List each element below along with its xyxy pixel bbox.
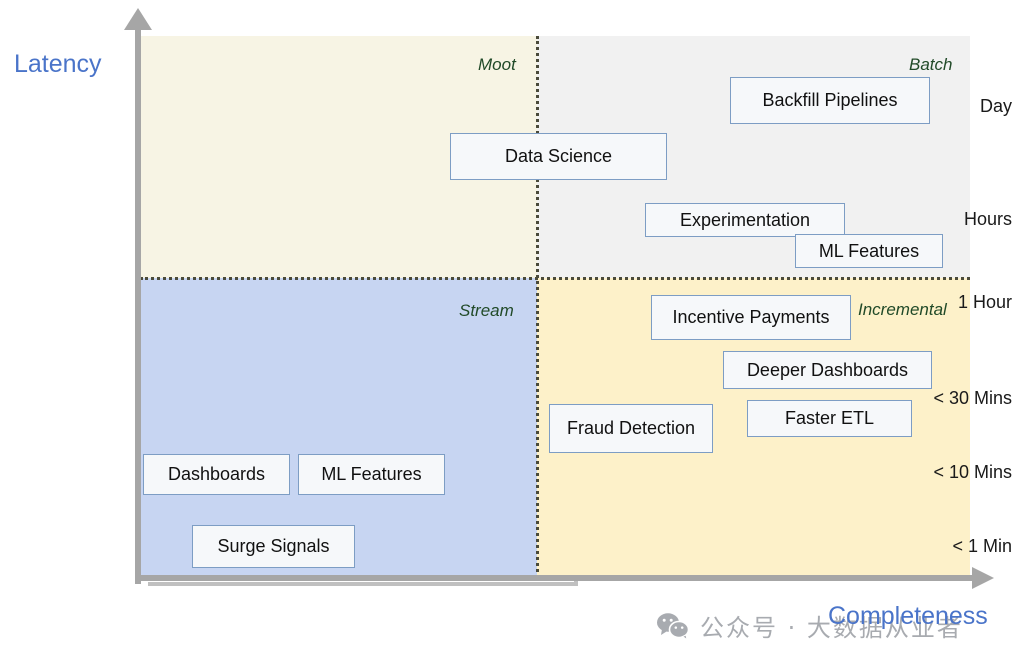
x-axis-line <box>135 575 980 581</box>
item-box[interactable]: Backfill Pipelines <box>730 77 930 124</box>
y-axis-tick-label: < 1 Min <box>952 536 1012 556</box>
quadrant-label-stream: Stream <box>459 301 514 320</box>
y-axis-arrow-icon <box>124 8 152 30</box>
item-box[interactable]: Fraud Detection <box>549 404 713 453</box>
item-box[interactable]: Experimentation <box>645 203 845 237</box>
y-axis-tick-label: Hours <box>963 209 1012 229</box>
item-box[interactable]: ML Features <box>298 454 445 495</box>
quadrant-label-moot: Moot <box>478 55 516 74</box>
quadrant-divider-horizontal <box>140 277 970 280</box>
y-axis-title: Latency <box>14 50 102 78</box>
item-box[interactable]: Dashboards <box>143 454 290 495</box>
quadrant-label-batch: Batch <box>909 55 953 74</box>
quadrant-divider-vertical <box>536 36 539 578</box>
x-axis-arrow-icon <box>972 567 994 589</box>
x-axis-title: Completeness <box>828 602 988 630</box>
item-box[interactable]: ML Features <box>795 234 943 268</box>
y-axis-tick-label: 1 Hour <box>957 292 1012 312</box>
watermark-text: 公众号 · 大数据从业者 <box>700 614 963 642</box>
y-axis-tick-label: Day <box>979 96 1012 116</box>
item-box[interactable]: Data Science <box>450 133 667 180</box>
y-axis-tick-label: < 10 Mins <box>933 462 1012 482</box>
y-axis-tick-label: < 30 Mins <box>933 388 1012 408</box>
quadrant-label-incremental: Incremental <box>858 300 947 319</box>
y-axis-line <box>135 24 141 584</box>
item-box[interactable]: Surge Signals <box>192 525 355 568</box>
item-box[interactable]: Deeper Dashboards <box>723 351 932 389</box>
watermark: 公众号 · 大数据从业者 <box>656 608 963 643</box>
item-box[interactable]: Faster ETL <box>747 400 912 437</box>
wechat-icon <box>657 612 690 640</box>
item-box[interactable]: Incentive Payments <box>651 295 851 340</box>
